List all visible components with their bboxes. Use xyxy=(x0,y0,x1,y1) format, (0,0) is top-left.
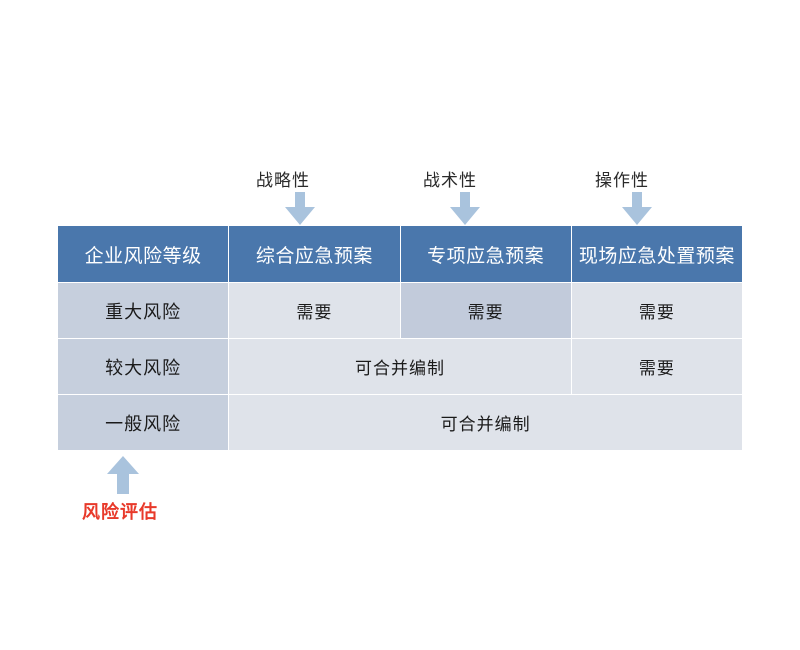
arrow-down-operational-icon xyxy=(620,192,654,230)
top-label-operational: 操作性 xyxy=(595,171,649,191)
header-cell-onsite-plan: 现场应急处置预案 xyxy=(570,225,744,283)
top-label-strategic: 战略性 xyxy=(256,171,310,191)
arrow-down-strategic-icon xyxy=(283,192,317,230)
bottom-label-risk-assessment: 风险评估 xyxy=(82,502,158,523)
table-row: 重大风险 需要 需要 需要 xyxy=(56,282,744,339)
cell-general-merged: 可合并编制 xyxy=(228,394,743,451)
table-header-row-group: 企业风险等级 综合应急预案 专项应急预案 现场应急处置预案 xyxy=(56,225,744,283)
row-header-significant-risk: 较大风险 xyxy=(56,338,230,395)
risk-plan-matrix-table: 企业风险等级 综合应急预案 专项应急预案 现场应急处置预案 重大风险 需要 需要… xyxy=(56,225,744,451)
header-cell-risk-level: 企业风险等级 xyxy=(56,225,230,283)
header-cell-comprehensive-plan: 综合应急预案 xyxy=(228,225,401,283)
table-row: 一般风险 可合并编制 xyxy=(56,394,743,451)
cell-major-special: 需要 xyxy=(399,282,572,339)
arrow-down-tactical-icon xyxy=(448,192,482,230)
top-label-tactical: 战术性 xyxy=(423,171,477,191)
table-row: 较大风险 可合并编制 需要 xyxy=(56,338,744,395)
cell-significant-onsite: 需要 xyxy=(570,338,744,395)
cell-significant-merged: 可合并编制 xyxy=(228,338,572,395)
row-header-major-risk: 重大风险 xyxy=(56,282,230,339)
cell-major-onsite: 需要 xyxy=(570,282,744,339)
table-body: 重大风险 需要 需要 需要 较大风险 可合并编制 需要 一般风险 可合并编制 xyxy=(56,282,744,451)
header-cell-special-plan: 专项应急预案 xyxy=(399,225,572,283)
arrow-up-risk-assessment-icon xyxy=(106,455,140,499)
row-header-general-risk: 一般风险 xyxy=(56,394,230,451)
table-header-row: 企业风险等级 综合应急预案 专项应急预案 现场应急处置预案 xyxy=(56,225,744,283)
cell-major-comprehensive: 需要 xyxy=(228,282,401,339)
